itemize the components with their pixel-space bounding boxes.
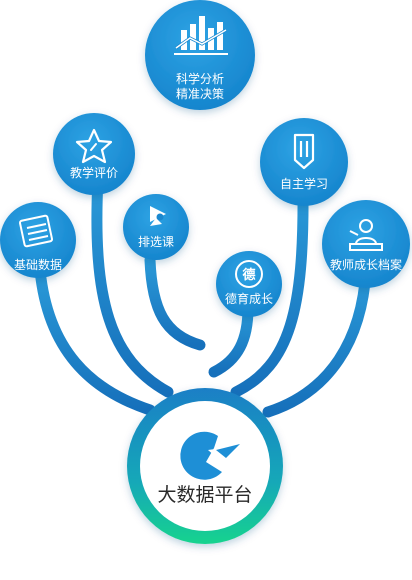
hub-label: 大数据平台 [157, 484, 252, 506]
branch-teacher [262, 264, 372, 418]
notepad-icon [18, 214, 54, 248]
bar-chart-icon [174, 16, 228, 55]
node-teacher-label: 教师成长档案 [330, 257, 402, 272]
scheduling-icon [150, 206, 166, 226]
node-foundation-label: 基础数据 [14, 257, 62, 272]
branch-autonomous [230, 184, 309, 398]
node-science-label-2: 精准决策 [176, 87, 224, 101]
node-scheduling[interactable] [123, 194, 189, 260]
moral-badge-char: 德 [242, 267, 255, 283]
pencil-icon [293, 133, 315, 170]
branch-evaluation [91, 172, 174, 398]
star-icon [75, 128, 113, 164]
branch-foundation [34, 264, 156, 416]
node-autonomous[interactable] [260, 118, 348, 206]
node-scheduling-label: 排选课 [138, 235, 174, 249]
platform-logo-icon [180, 431, 240, 480]
branches [34, 102, 372, 418]
node-moral-label: 德育成长 [225, 291, 273, 306]
node-moral[interactable] [216, 251, 282, 317]
node-evaluation[interactable] [53, 113, 135, 195]
node-foundation[interactable] [0, 202, 76, 278]
node-evaluation-label: 教学评价 [70, 165, 118, 180]
teacher-at-desk-icon [349, 219, 383, 251]
branch-scheduling [144, 254, 206, 351]
branch-moral [208, 302, 254, 378]
moral-badge-icon: 德 [235, 260, 263, 288]
node-science-label-1: 科学分析 [176, 71, 224, 86]
node-autonomous-label: 自主学习 [280, 176, 328, 191]
